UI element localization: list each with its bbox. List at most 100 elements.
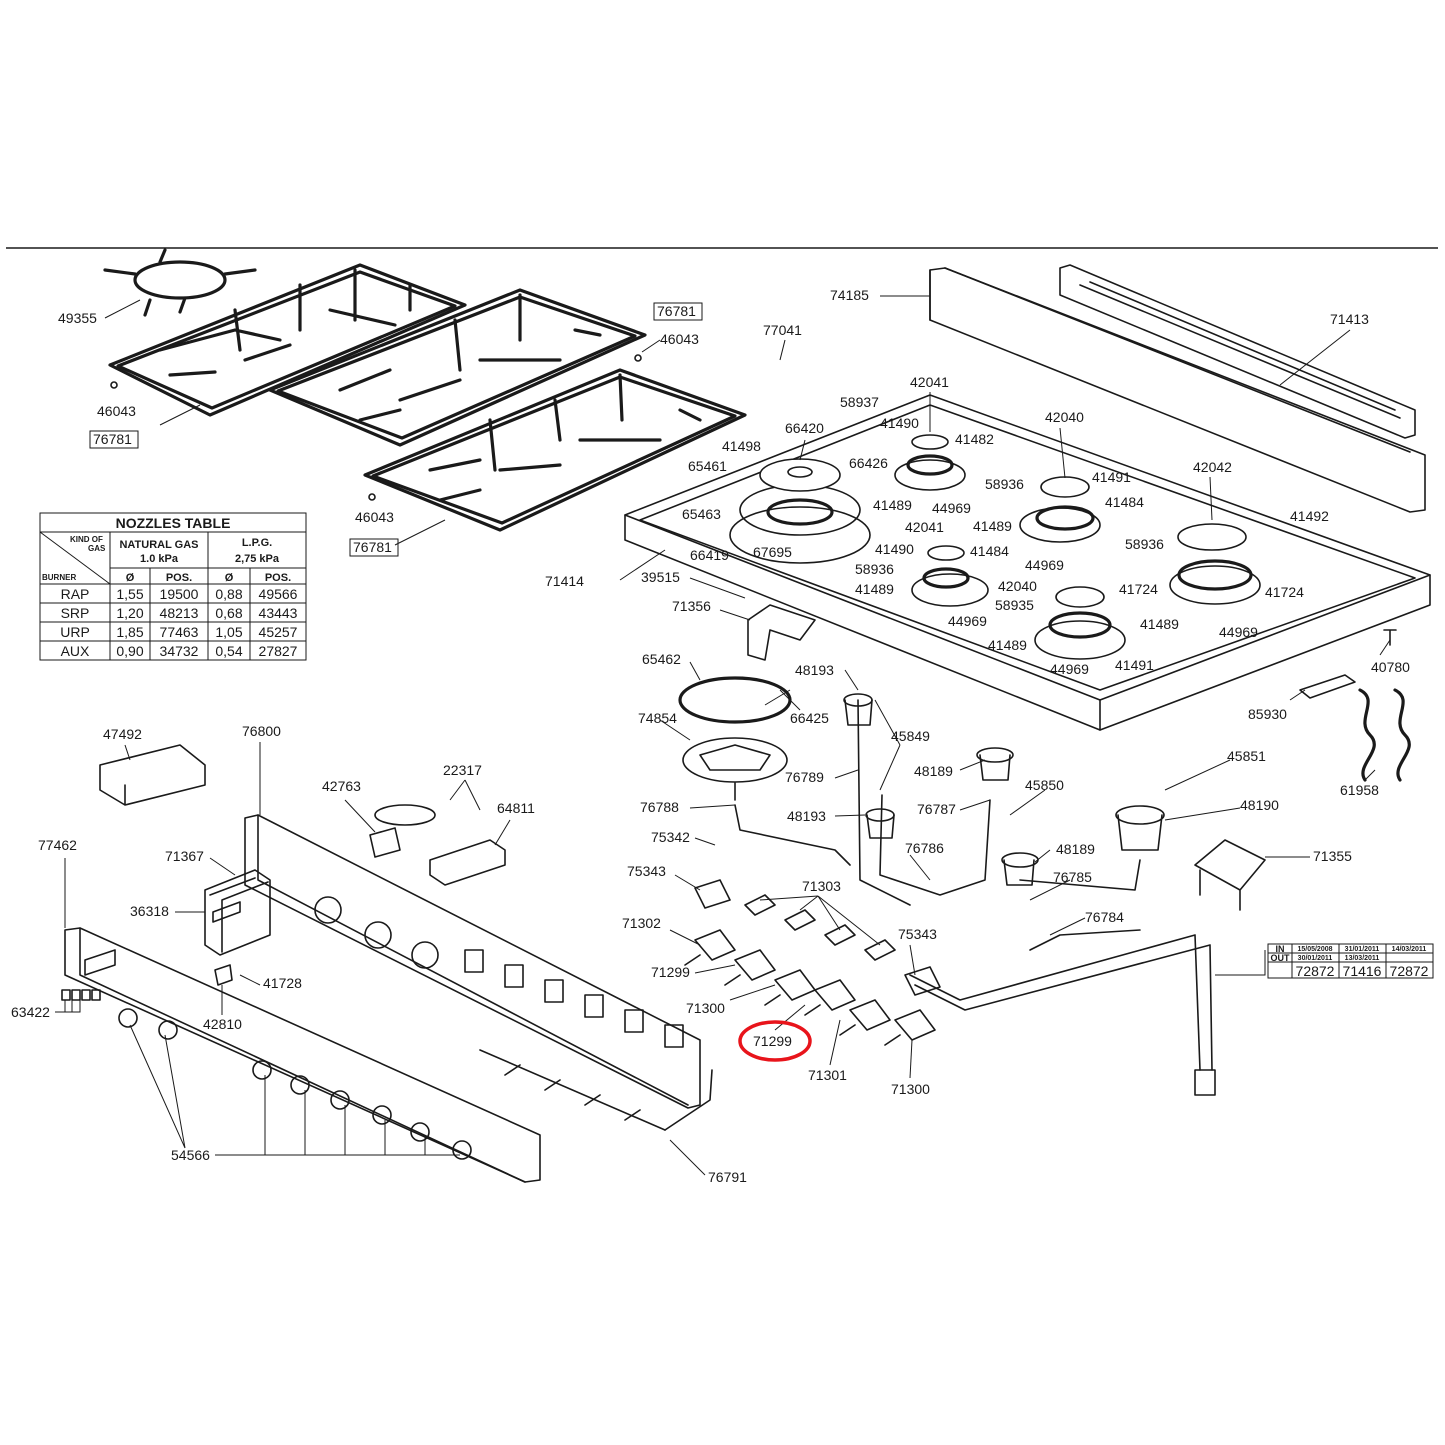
revision-in-date: 31/01/2011	[1345, 946, 1380, 953]
hob-top-panel	[624, 394, 1431, 731]
row-ng-diameter: 0,90	[116, 643, 143, 659]
part-label: 40780	[1371, 659, 1410, 675]
part-label: 75342	[651, 829, 690, 845]
revision-out-label: OUT	[1271, 953, 1291, 963]
part-label: 42810	[203, 1016, 242, 1032]
part-label: 45849	[891, 728, 930, 744]
part-label: 41489	[1140, 616, 1179, 632]
part-label: 42040	[998, 578, 1037, 594]
part-label: 45851	[1227, 748, 1266, 764]
part-label: 46043	[355, 509, 394, 525]
part-label: 76791	[708, 1169, 747, 1185]
part-label: 77462	[38, 837, 77, 853]
row-ng-pos: 34732	[160, 643, 199, 659]
row-lpg-diameter: 0,88	[215, 586, 242, 602]
part-label: 44969	[932, 500, 971, 516]
control-panel	[61, 744, 713, 1183]
row-burner: SRP	[61, 605, 90, 621]
back-rail	[929, 264, 1426, 513]
row-ng-diameter: 1,55	[116, 586, 143, 602]
row-ng-pos: 77463	[160, 624, 199, 640]
lpg-diameter-header: Ø	[225, 572, 234, 584]
part-label: 75343	[627, 863, 666, 879]
part-label: 66420	[785, 420, 824, 436]
nozzles-row: URP 1,85 77463 1,05 45257	[60, 624, 297, 640]
part-label: 48193	[787, 808, 826, 824]
part-label: 76781	[657, 303, 696, 319]
lpg-header: L.P.G.	[242, 537, 272, 549]
part-label: 76787	[917, 801, 956, 817]
row-lpg-pos: 43443	[259, 605, 298, 621]
part-label: 58937	[840, 394, 879, 410]
row-burner: RAP	[61, 586, 90, 602]
part-label: 58936	[855, 561, 894, 577]
part-label: 58936	[1125, 536, 1164, 552]
part-label: 41489	[873, 497, 912, 513]
part-label: 58935	[995, 597, 1034, 613]
part-label: 41482	[955, 431, 994, 447]
part-label: 71413	[1330, 311, 1369, 327]
part-label: 85930	[1248, 706, 1287, 722]
part-label: 41490	[880, 415, 919, 431]
nozzles-row: RAP 1,55 19500 0,88 49566	[61, 586, 298, 602]
part-label: 42040	[1045, 409, 1084, 425]
part-label: 63422	[11, 1004, 50, 1020]
revision-out-date: 13/03/2011	[1345, 955, 1380, 962]
part-label: 48193	[795, 662, 834, 678]
part-label: 41489	[973, 518, 1012, 534]
part-label: 48189	[1056, 841, 1095, 857]
part-label: 77041	[763, 322, 802, 338]
part-label: 71300	[891, 1081, 930, 1097]
row-lpg-pos: 27827	[259, 643, 298, 659]
row-lpg-pos: 45257	[259, 624, 298, 640]
part-label: 66419	[690, 547, 729, 563]
row-ng-pos: 48213	[160, 605, 199, 621]
part-label: 76788	[640, 799, 679, 815]
part-label: 47492	[103, 726, 142, 742]
part-label: 39515	[641, 569, 680, 585]
revision-in-date: 15/05/2008	[1297, 946, 1332, 953]
part-label: 22317	[443, 762, 482, 778]
part-label: 41490	[875, 541, 914, 557]
part-label: 46043	[97, 403, 136, 419]
nozzles-row: AUX 0,90 34732 0,54 27827	[61, 643, 298, 659]
natural-gas-header: NATURAL GAS	[119, 539, 198, 551]
part-label: 41491	[1092, 469, 1131, 485]
row-lpg-diameter: 0,68	[215, 605, 242, 621]
part-label: 44969	[1025, 557, 1064, 573]
part-label: 76781	[353, 539, 392, 555]
part-label: 71299	[651, 964, 690, 980]
part-label: 48189	[914, 763, 953, 779]
revision-in-label: IN	[1276, 944, 1285, 954]
part-label: 76784	[1085, 909, 1124, 925]
part-label: 41724	[1265, 584, 1304, 600]
part-label: 41491	[1115, 657, 1154, 673]
part-label: 48190	[1240, 797, 1279, 813]
part-label: 54566	[171, 1147, 210, 1163]
part-labels: 49355 76781 46043 46043 76781 46043 7678…	[11, 287, 1410, 1185]
revision-code: 72872	[1296, 963, 1335, 979]
lpg-pressure: 2,75 kPa	[235, 553, 280, 565]
row-lpg-diameter: 0,54	[215, 643, 242, 659]
revision-code: 71416	[1343, 963, 1382, 979]
pan-support-grids	[103, 248, 747, 532]
part-label: 67695	[753, 544, 792, 560]
part-label: 71302	[622, 915, 661, 931]
part-label: 71301	[808, 1067, 847, 1083]
part-label: 65462	[642, 651, 681, 667]
part-label: 42042	[1193, 459, 1232, 475]
part-label: 41724	[1119, 581, 1158, 597]
burner-label: BURNER	[42, 573, 76, 582]
part-label: 71367	[165, 848, 204, 864]
part-label: 44969	[948, 613, 987, 629]
row-burner: AUX	[61, 643, 90, 659]
highlight-circle	[738, 1020, 812, 1062]
part-label: 42041	[910, 374, 949, 390]
part-label: 58936	[985, 476, 1024, 492]
part-label: 66425	[790, 710, 829, 726]
revision-out-date: 30/01/2011	[1298, 955, 1333, 962]
row-ng-diameter: 1,85	[116, 624, 143, 640]
part-label: 76781	[93, 431, 132, 447]
row-ng-pos: 19500	[160, 586, 199, 602]
